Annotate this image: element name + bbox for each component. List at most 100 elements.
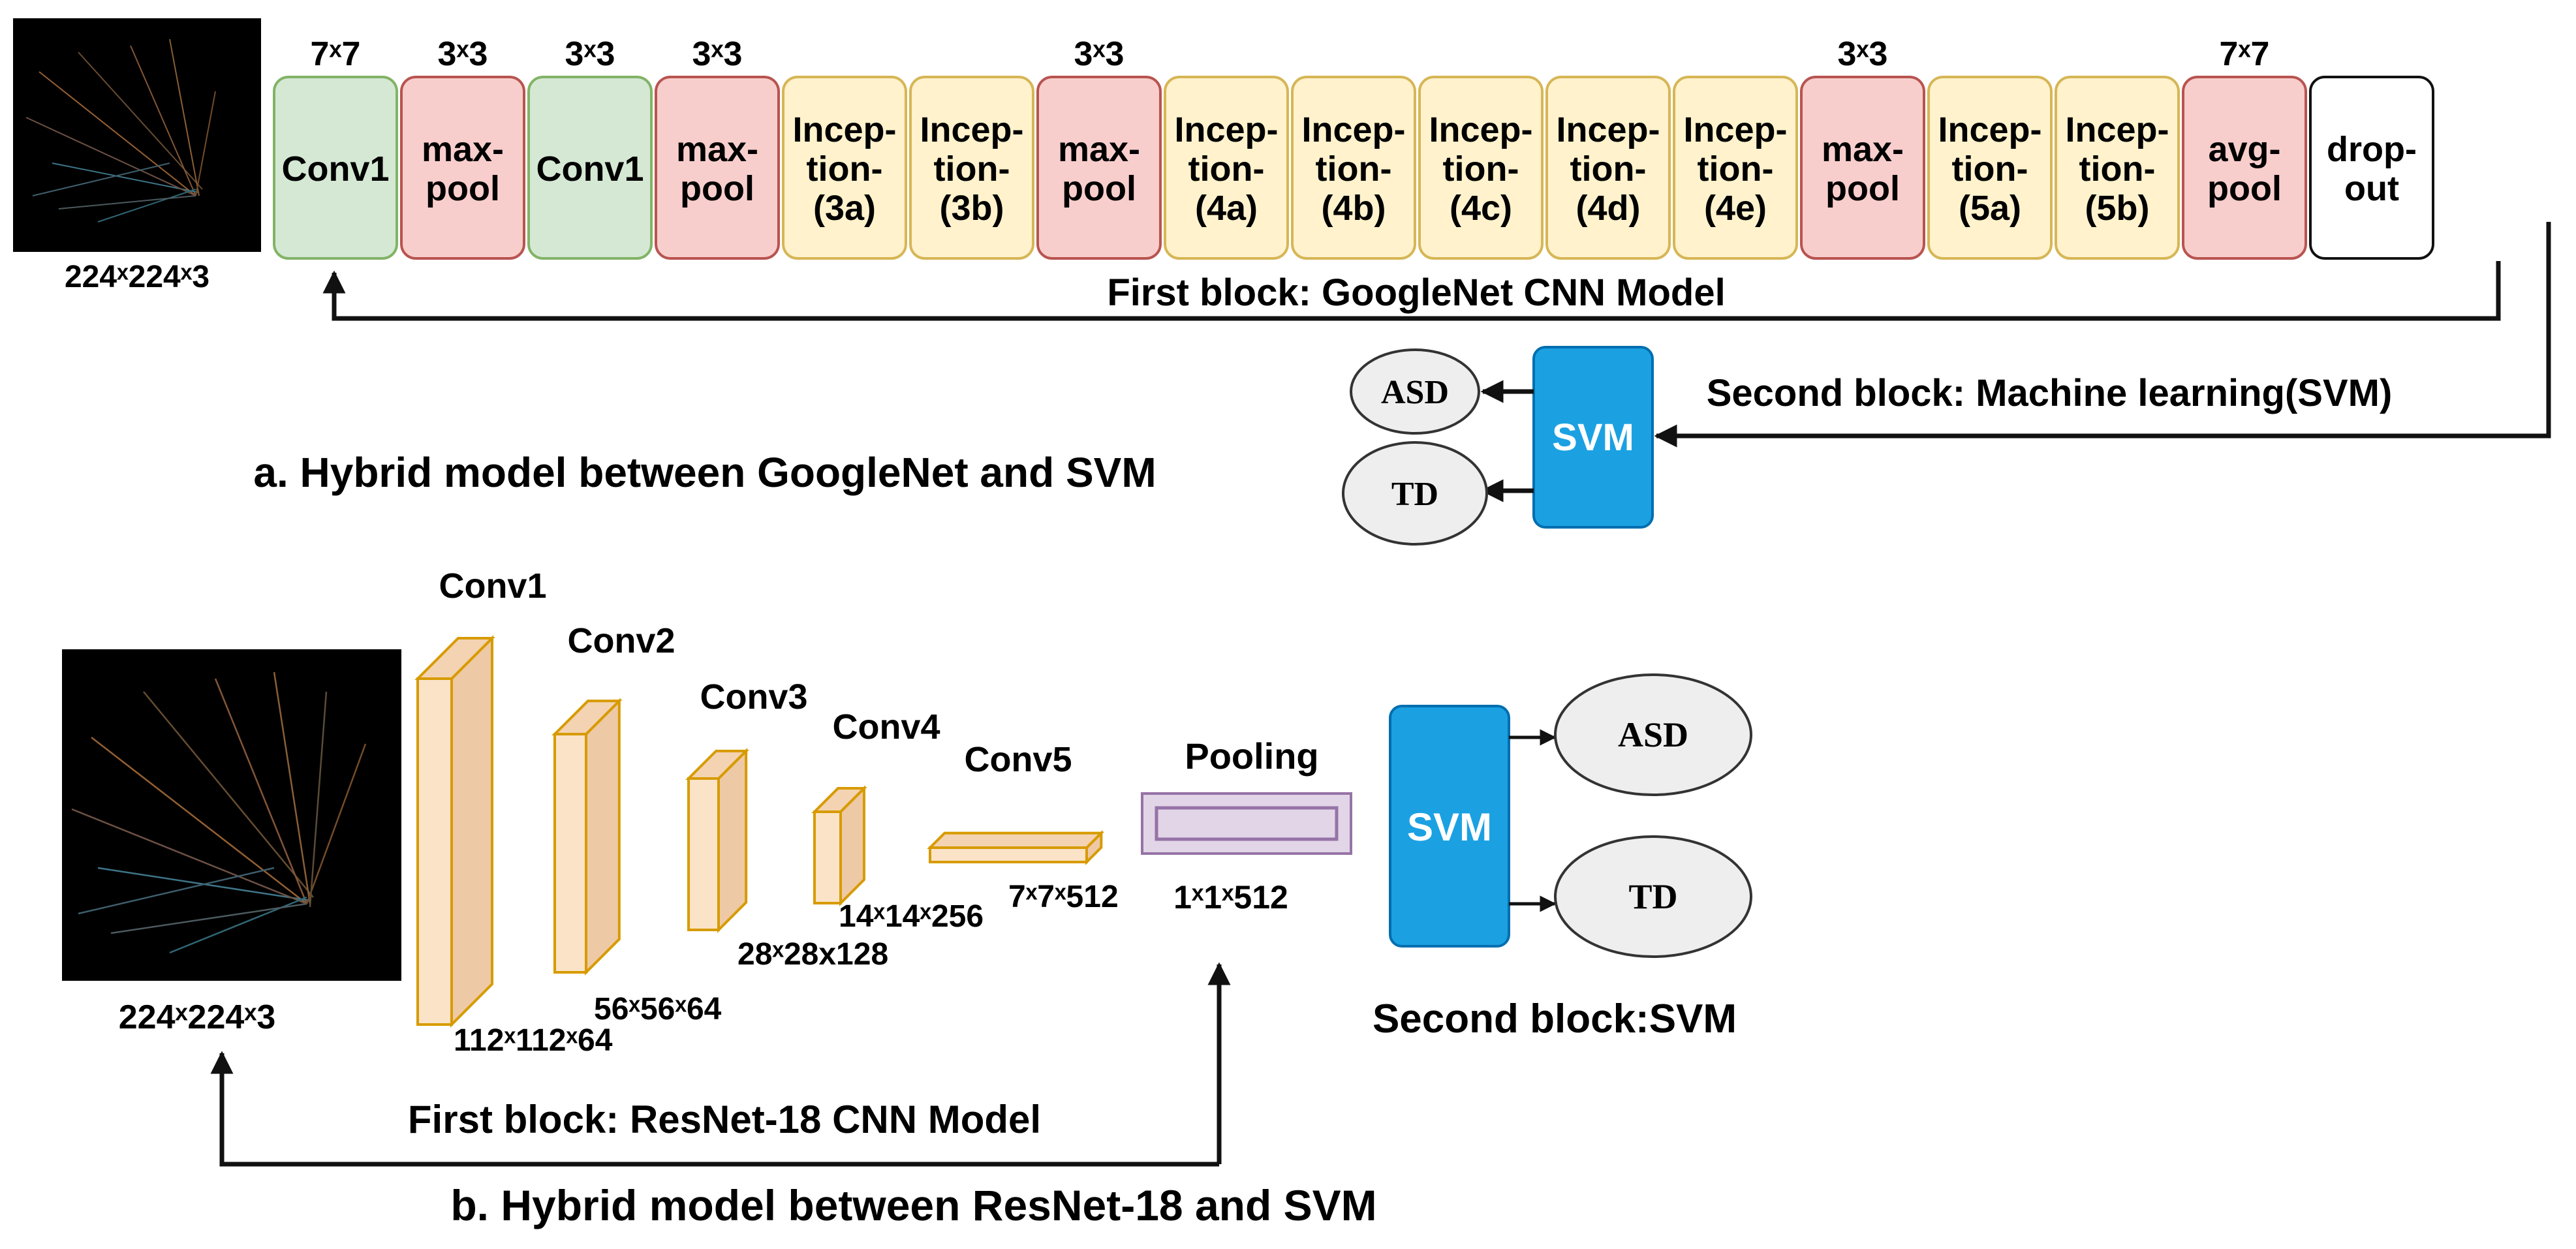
output-asd-b-label: ASD [1618,715,1688,754]
pooling-vector [1155,806,1339,841]
googlenet-layer-box [782,76,907,260]
resnet-conv-size: 28ˣ28x128 [737,937,888,972]
resnet-conv-side-face [585,698,621,976]
resnet-conv-size: 14ˣ14ˣ256 [839,899,984,934]
googlenet-layer-box [1418,76,1544,260]
resnet-conv-size: 56ˣ56ˣ64 [594,992,722,1026]
googlenet-kernel-size: 7ˣ7 [311,35,361,73]
googlenet-layer-label: Incep- [2065,110,2169,149]
googlenet-layer-label: (5b) [2085,189,2150,228]
output-td-b [1554,835,1752,958]
input-size-a: 224ˣ224ˣ3 [65,260,209,294]
pooling-size: 1ˣ1ˣ512 [1173,879,1288,916]
googlenet-layer-box [909,76,1034,260]
part-b: 224ˣ224ˣ3 Conv1112ˣ112ˣ64Conv256ˣ56ˣ64Co… [62,566,1752,1229]
googlenet-layer-box [1927,76,2053,260]
googlenet-layer-label: tion- [807,149,883,189]
googlenet-layer-label: pool [1062,169,1136,208]
googlenet-kernel-size: 3ˣ3 [692,35,743,73]
googlenet-layer-label: (3b) [940,189,1004,228]
resnet-conv-name: Conv2 [567,621,675,660]
resnet-conv-front-face [929,846,1088,863]
resnet-conv-size: 112ˣ112ˣ64 [454,1023,613,1058]
googlenet-layer-label: Incep- [1556,110,1660,149]
output-td-a [1342,441,1488,546]
googlenet-layer-label: (3a) [813,189,876,228]
googlenet-layer-label: max- [676,130,758,169]
googlenet-layer-8: Incep-tion-(4a) [1164,76,1289,260]
googlenet-layer-17: drop-out [2309,76,2434,260]
resnet-conv-name: Conv4 [832,707,940,747]
googlenet-layer-14: Incep-tion-(5a) [1927,76,2053,260]
googlenet-layer-label: tion- [2079,149,2156,189]
second-block-label-b: Second block:SVM [1373,996,1737,1041]
googlenet-layer-label: Incep- [1174,110,1278,149]
caption-a: a. Hybrid model between GoogleNet and SV… [253,449,1156,496]
googlenet-layer-box [1291,76,1416,260]
input-image-b [62,649,401,981]
googlenet-layer-label: Incep- [1429,110,1532,149]
resnet-conv-name: Conv1 [439,566,546,606]
pooling-label: Pooling [1185,735,1318,777]
input-image-a-bg [13,18,261,252]
resnet-conv-2: Conv2 56ˣ56ˣ64 [551,621,722,1026]
googlenet-layer-label: max- [1822,130,1904,169]
googlenet-layer-label: Incep- [792,110,896,149]
googlenet-layer-label: Conv1 [281,149,389,189]
resnet-conv-front-face [813,810,842,904]
googlenet-layer-box [1036,76,1162,260]
resnet-conv-side-face [717,748,748,933]
googlenet-layer-9: Incep-tion-(4b) [1291,76,1416,260]
googlenet-kernel-size: 3ˣ3 [1074,35,1125,73]
googlenet-layer-label: tion- [1316,149,1392,189]
googlenet-layer-5: Incep-tion-(3a) [782,76,907,260]
resnet-conv-layers: Conv1 112ˣ112ˣ64 Conv2 56ˣ56ˣ64 Conv328ˣ28x1… [414,566,1119,1058]
googlenet-layer-label: max- [1058,130,1140,169]
googlenet-layer-label: (4c) [1450,189,1512,228]
output-asd-a [1350,348,1480,435]
resnet-conv-4: Conv4 14ˣ14ˣ256 [811,707,984,934]
resnet-block-arrow [210,1051,1219,1167]
googlenet-layer-label: tion- [934,149,1010,189]
googlenet-layer-10: Incep-tion-(4c) [1418,76,1544,260]
googlenet-layer-label: Incep- [1938,110,2041,149]
googlenet-layer-label: Conv1 [536,149,644,189]
googlenet-layer-label: tion- [1570,149,1647,189]
googlenet-layer-box [2182,76,2307,260]
googlenet-layer-label: (4d) [1576,189,1641,228]
caption-b: b. Hybrid model between ResNet-18 and SV… [450,1181,1376,1229]
input-image-a [13,18,261,252]
googlenet-layer-label: (5a) [1959,189,2021,228]
output-td-a-label: TD [1391,476,1438,513]
googlenet-layer-label: tion- [1188,149,1265,189]
resnet-conv-front-face [553,733,587,974]
googlenet-layer-label: Incep- [1301,110,1405,149]
first-block-label-b: First block: ResNet-18 CNN Model [408,1098,1041,1141]
output-td-b-label: TD [1628,877,1677,916]
googlenet-layer-box [2055,76,2180,260]
googlenet-layer-6: Incep-tion-(3b) [909,76,1034,260]
part-a: 224ˣ224ˣ3 Conv17ˣ7max-pool3ˣ3Conv13ˣ3max… [13,18,2551,546]
resnet-conv-front-face [416,677,453,1026]
svm-box-b [1389,705,1510,948]
resnet-conv-size: 7ˣ7ˣ512 [1008,880,1119,914]
googlenet-kernel-size: 3ˣ3 [438,35,488,73]
googlenet-layer-box [2309,76,2434,260]
googlenet-layer-label: Incep- [1683,110,1787,149]
googlenet-layer-box [1164,76,1289,260]
googlenet-layer-label: avg- [2208,130,2280,169]
resnet-conv-1: Conv1 112ˣ112ˣ64 [414,566,613,1058]
googlenet-layer-label: tion- [1698,149,1774,189]
svm-label-a: SVM [1552,416,1634,459]
googlenet-layer-12: Incep-tion-(4e) [1673,76,1798,260]
dropout-to-svm-arrow [1654,222,2551,448]
googlenet-layer-box [527,76,653,260]
googlenet-layer-label: tion- [1443,149,1519,189]
googlenet-layer-label: (4e) [1704,189,1767,228]
